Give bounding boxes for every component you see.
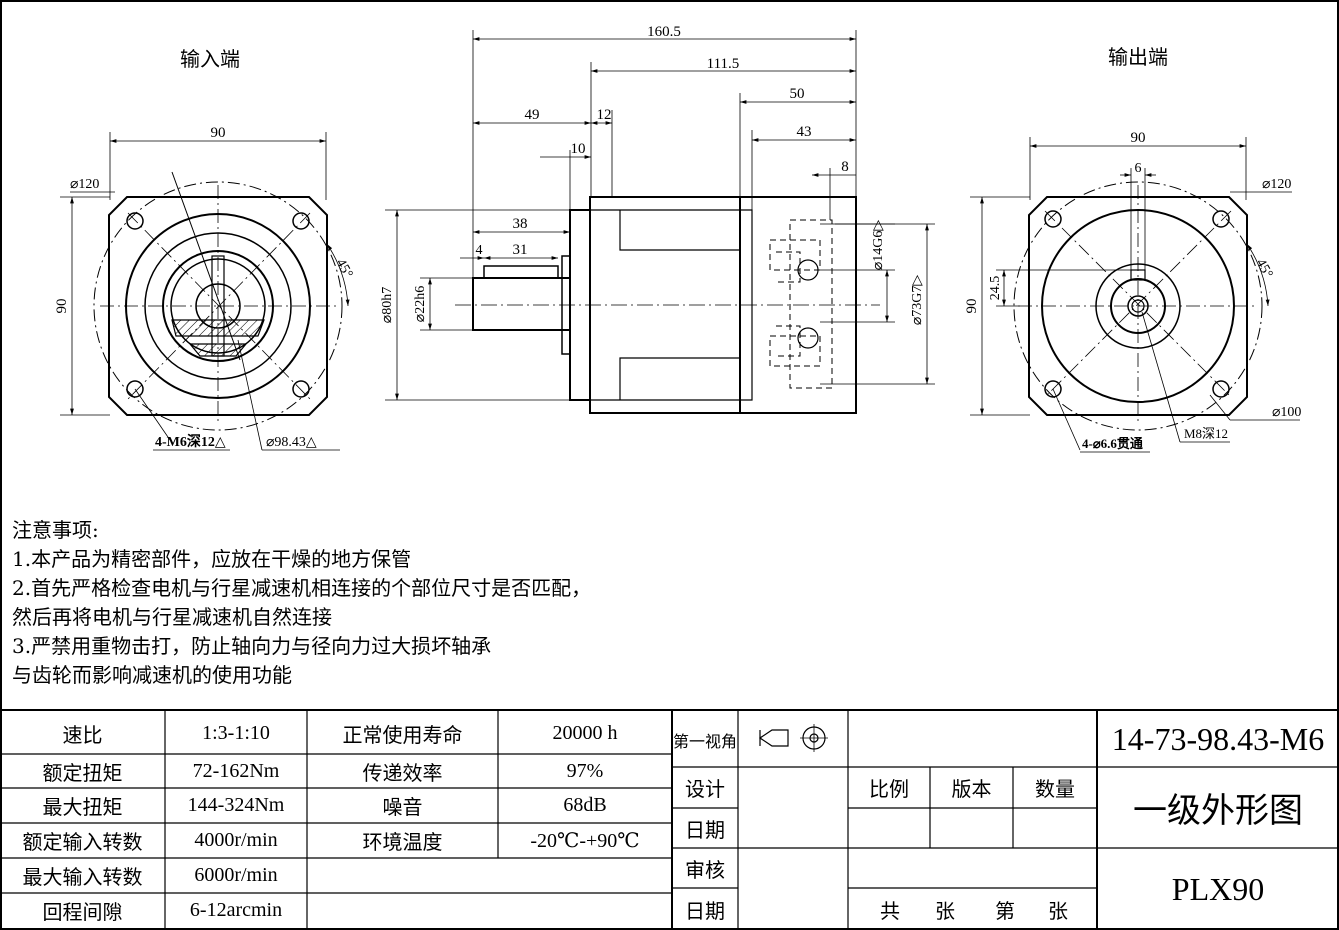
note-line-4: 3.严禁用重物击打，防止轴向力与径向力过大损坏轴承 bbox=[12, 634, 492, 658]
spec-value: 6000r/min bbox=[194, 864, 278, 886]
output-bolt-circle-dim: ⌀120 bbox=[1262, 177, 1291, 192]
dim-38: 38 bbox=[513, 216, 528, 232]
notes-heading: 注意事项: bbox=[12, 518, 99, 542]
date-label: 日期 bbox=[685, 817, 725, 842]
dim-43: 43 bbox=[797, 124, 812, 140]
output-width-dim: 90 bbox=[1131, 130, 1146, 146]
quantity-label: 数量 bbox=[1035, 777, 1075, 801]
scale-label: 比例 bbox=[869, 777, 909, 801]
input-holes-note: 4-M6深12△ bbox=[155, 433, 226, 450]
spec-value-2: -20℃-+90℃ bbox=[530, 830, 640, 852]
review-label: 审核 bbox=[685, 857, 725, 882]
output-end-view: 输出端 90 6 90 bbox=[964, 46, 1301, 453]
design-label: 设计 bbox=[685, 777, 725, 801]
dim-dia73: ⌀73G7▷ bbox=[910, 275, 925, 326]
dim-dia80: ⌀80h7 bbox=[380, 287, 395, 323]
note-line-1: 1.本产品为精密部件，应放在干燥的地方保管 bbox=[12, 547, 412, 571]
dim-4: 4 bbox=[476, 243, 483, 258]
version-label: 版本 bbox=[951, 777, 992, 801]
dim-flange-length: 50 bbox=[790, 86, 805, 102]
spec-value: 1:3-1:10 bbox=[202, 721, 270, 744]
model-name: PLX90 bbox=[1171, 870, 1265, 907]
input-width-dim: 90 bbox=[211, 125, 226, 141]
output-height-dim: 90 bbox=[964, 299, 980, 314]
input-bolt-circle-dim: ⌀120 bbox=[70, 177, 99, 192]
spec-value: 72-162Nm bbox=[192, 759, 280, 782]
output-key-dim: 6 bbox=[1135, 161, 1142, 176]
spec-value-2: 20000 h bbox=[552, 721, 618, 744]
dim-8: 8 bbox=[841, 159, 849, 175]
input-end-view: 输入端 90 bbox=[54, 48, 355, 451]
title-block-grid bbox=[0, 709, 1339, 930]
spec-label-2: 环境温度 bbox=[362, 830, 443, 854]
spec-label-2: 正常使用寿命 bbox=[342, 722, 463, 747]
dim-total-length: 160.5 bbox=[647, 24, 681, 40]
note-line-3: 然后再将电机与行星减速机自然连接 bbox=[12, 605, 332, 629]
drawing-name: 一级外形图 bbox=[1133, 791, 1303, 831]
output-view-title: 输出端 bbox=[1108, 46, 1168, 69]
spec-label-2: 传递效率 bbox=[362, 760, 443, 785]
spec-value: 6-12arcmin bbox=[189, 899, 283, 921]
total-label: 共 bbox=[880, 898, 900, 923]
spec-label: 最大输入转数 bbox=[22, 865, 143, 889]
side-view: 160.5 111.5 50 49 12 43 10 8 38 4 31 ⌀80… bbox=[380, 24, 935, 414]
dim-31: 31 bbox=[513, 242, 528, 258]
input-height-dim: 90 bbox=[54, 299, 70, 314]
dim-body-length: 111.5 bbox=[707, 56, 740, 72]
spec-label: 速比 bbox=[62, 722, 103, 747]
note-line-5: 与齿轮而影响减速机的使用功能 bbox=[12, 663, 292, 687]
dim-49: 49 bbox=[525, 107, 540, 123]
spec-label: 额定输入转数 bbox=[22, 830, 143, 854]
projection-label: 第一视角 bbox=[672, 731, 737, 751]
output-pilot-dim: ⌀100 bbox=[1272, 405, 1301, 420]
spec-value: 144-324Nm bbox=[187, 794, 285, 816]
output-thread-note: M8深12 bbox=[1184, 426, 1228, 441]
page-label: 第 bbox=[995, 898, 1015, 923]
spec-value-2: 97% bbox=[566, 759, 604, 782]
output-offset-dim: 24.5 bbox=[988, 276, 1003, 301]
input-view-title: 输入端 bbox=[180, 48, 240, 71]
sheets-label-2: 张 bbox=[1048, 898, 1068, 923]
sheets-label: 张 bbox=[935, 898, 955, 923]
spec-label: 额定扭矩 bbox=[42, 760, 123, 785]
drawing-code: 14-73-98.43-M6 bbox=[1111, 721, 1325, 757]
spec-label: 最大扭矩 bbox=[42, 795, 123, 819]
spec-value-2: 68dB bbox=[563, 794, 607, 816]
date-label-2: 日期 bbox=[685, 898, 725, 923]
spec-value: 4000r/min bbox=[194, 829, 278, 851]
dim-dia22: ⌀22h6 bbox=[413, 286, 428, 322]
input-pilot-dim: ⌀98.43△ bbox=[266, 435, 317, 450]
dim-12: 12 bbox=[597, 107, 612, 123]
notes-section: 注意事项: 1.本产品为精密部件，应放在干燥的地方保管 2.首先严格检查电机与行… bbox=[12, 516, 591, 690]
note-line-2: 2.首先严格检查电机与行星减速机相连接的个部位尺寸是否匹配， bbox=[12, 576, 592, 600]
spec-label-2: 噪音 bbox=[382, 795, 423, 819]
dim-dia14: ⌀14G6▷ bbox=[871, 220, 886, 271]
output-holes-note: 4-⌀6.6贯通 bbox=[1082, 436, 1143, 451]
dim-10: 10 bbox=[571, 141, 586, 157]
spec-label: 回程间隙 bbox=[42, 900, 123, 924]
